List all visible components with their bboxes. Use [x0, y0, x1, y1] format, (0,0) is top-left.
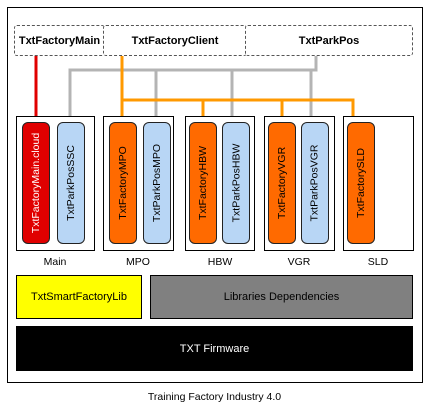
component-txt-park-pos-ssc: TxtParkPosSSC — [57, 122, 85, 244]
component-label: TxtParkPosSSC — [65, 145, 78, 221]
module-txt-factory-main-label: TxtFactoryMain — [18, 34, 101, 47]
component-txt-park-pos-mpo: TxtParkPosMPO — [143, 122, 171, 244]
module-txt-factory-client-label: TxtFactoryClient — [131, 34, 219, 47]
parkpos-link-bus — [68, 56, 318, 124]
component-label: TxtParkPosVGR — [309, 144, 321, 222]
libraries-dependencies-box: Libraries Dependencies — [150, 275, 413, 319]
module-txt-factory-main: TxtFactoryMain — [14, 25, 105, 56]
smart-factory-lib-box: TxtSmartFactoryLib — [16, 275, 142, 319]
component-txt-park-pos-vgr: TxtParkPosVGR — [301, 122, 329, 244]
libraries-dependencies-label: Libraries Dependencies — [223, 291, 340, 303]
component-label: TxtFactoryHBW — [197, 145, 209, 221]
module-txt-factory-client: TxtFactoryClient — [103, 25, 247, 56]
component-label: TxtFactoryVGR — [276, 146, 288, 220]
diagram-caption: Training Factory Industry 4.0 — [147, 391, 282, 403]
group-label-mpo: MPO — [126, 256, 150, 268]
txt-firmware-box: TXT Firmware — [16, 326, 413, 371]
component-label: TxtParkPosMPO — [151, 143, 163, 223]
component-label: TxtParkPosHBW — [230, 143, 243, 223]
txt-firmware-label: TXT Firmware — [179, 342, 250, 355]
component-txt-factory-hbw: TxtFactoryHBW — [189, 122, 217, 244]
group-label-sld: SLD — [367, 256, 389, 268]
component-label: TxtFactoryMain.cloud — [30, 132, 42, 234]
component-txt-factory-mpo: TxtFactoryMPO — [109, 122, 137, 244]
group-label-main: Main — [43, 256, 67, 268]
component-label: TxtFactorySLD — [355, 147, 368, 219]
group-label-vgr: VGR — [287, 256, 311, 268]
module-txt-park-pos: TxtParkPos — [245, 25, 413, 56]
smart-factory-lib-label: TxtSmartFactoryLib — [31, 291, 127, 303]
component-label: TxtFactoryMPO — [117, 146, 130, 220]
group-label-hbw: HBW — [207, 256, 233, 268]
component-txt-factory-main-cloud: TxtFactoryMain.cloud — [22, 122, 50, 244]
module-txt-park-pos-label: TxtParkPos — [298, 34, 360, 47]
component-txt-park-pos-hbw: TxtParkPosHBW — [222, 122, 250, 244]
component-txt-factory-sld: TxtFactorySLD — [347, 122, 375, 244]
component-txt-factory-vgr: TxtFactoryVGR — [268, 122, 296, 244]
